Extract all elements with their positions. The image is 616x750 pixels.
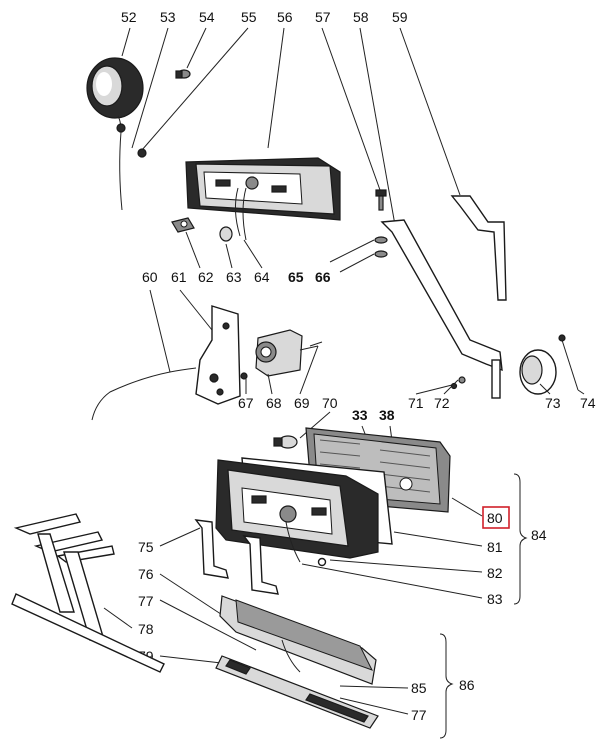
label-74: 74 [580,395,596,411]
rear-lamp-housing-part-56 [185,157,341,241]
label-86: 86 [459,677,475,693]
label-56: 56 [277,9,293,25]
label-73: 73 [545,395,561,411]
lamp-socket-part-68 [255,329,319,377]
long-bracket-part-58 [380,219,503,372]
label-33: 33 [352,407,368,423]
label-55: 55 [241,9,257,25]
label-76: 76 [138,566,154,582]
label-78: 78 [138,621,154,637]
label-64: 64 [254,269,270,285]
label-65: 65 [288,269,304,285]
brace-84 [513,473,528,605]
bracket-plate-part-61 [195,305,241,405]
cable-part-60 [91,289,171,421]
label-75: 75 [138,539,154,555]
label-80: 80 [487,510,503,526]
bracket-part-76 [242,535,279,595]
label-58: 58 [353,9,369,25]
grommet-part-63 [219,226,233,242]
label-83: 83 [487,591,503,607]
label-67: 67 [238,395,254,411]
label-69: 69 [294,395,310,411]
label-57: 57 [315,9,331,25]
nut-part-55 [137,148,147,158]
washer-part-66 [374,250,388,258]
bracket-part-75 [194,519,229,579]
grommet-part-83 [317,557,327,567]
lamp-housing-part-82 [215,459,379,563]
label-77-bottom: 77 [411,707,427,723]
bulb-part-54 [175,69,191,79]
label-77-top: 77 [138,593,154,609]
highlight-box-80 [482,506,510,529]
screw-part-74 [561,339,579,391]
screw-part-67 [240,372,248,380]
label-60: 60 [142,269,158,285]
bolt-part-57 [375,189,387,211]
label-61: 61 [171,269,187,285]
label-84: 84 [531,527,547,543]
bulb-part-70 [273,435,298,449]
label-53: 53 [160,9,176,25]
lamp-cover-part-85 [219,595,377,685]
bracket-leg [491,359,501,399]
l-bracket-part-59 [450,195,507,301]
label-54: 54 [199,9,215,25]
brace-86 [439,633,454,739]
label-52: 52 [121,9,137,25]
label-81: 81 [487,539,503,555]
label-59: 59 [392,9,408,25]
label-82: 82 [487,565,503,581]
washer-part-65 [374,236,388,244]
label-71: 71 [408,395,424,411]
label-85: 85 [411,680,427,696]
label-66: 66 [315,269,331,285]
label-62: 62 [198,269,214,285]
label-63: 63 [226,269,242,285]
round-lamp-part-52 [86,57,144,211]
label-38: 38 [379,407,395,423]
label-72: 72 [434,395,450,411]
stand-frame-part-78 [11,513,165,673]
clip-part-62 [171,217,195,233]
plate-part-79 [215,655,379,729]
label-70: 70 [322,395,338,411]
reflector-part-73 [519,349,557,395]
label-68: 68 [266,395,282,411]
